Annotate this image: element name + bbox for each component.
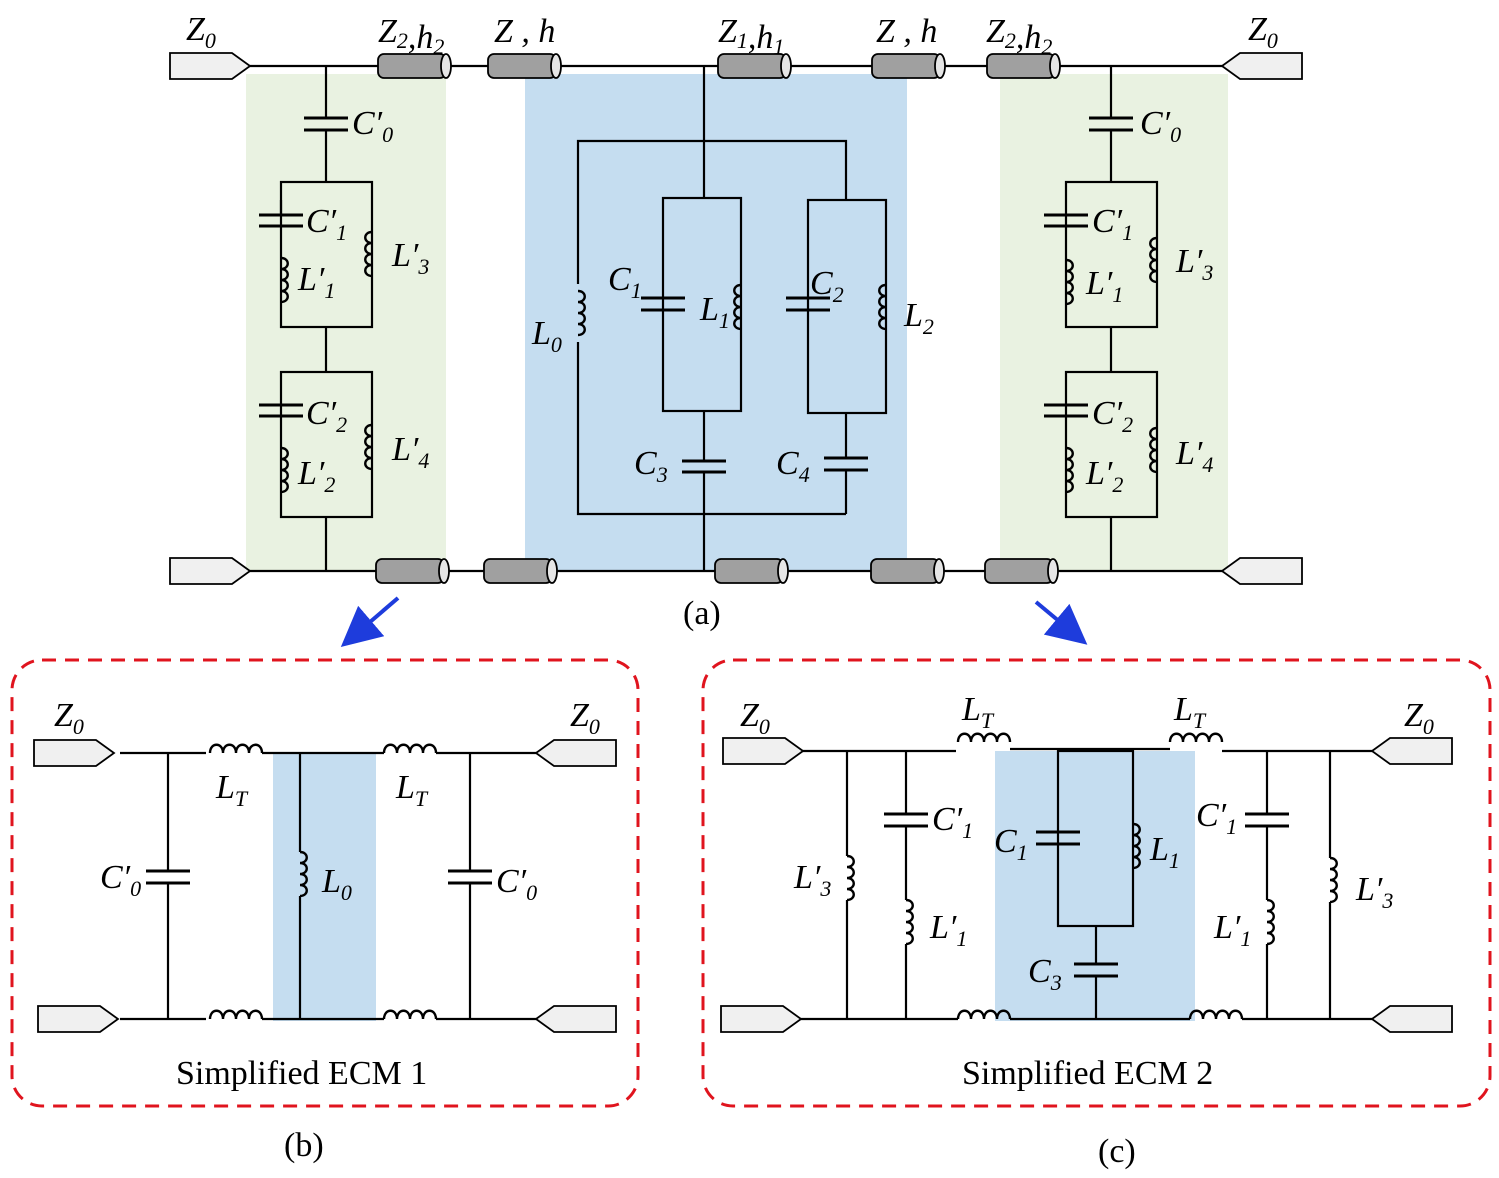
label-c1-c: C1 [994, 823, 1028, 865]
transmission-line-icon [487, 53, 562, 79]
label-lt-left-c: LT [961, 691, 995, 733]
label-c0p-left: C′0 [352, 105, 393, 147]
port-arrow-icon [1371, 1005, 1453, 1033]
label-c2p-right: C′2 [1092, 395, 1133, 437]
label-c4: C4 [776, 445, 810, 487]
label-l2: L2 [903, 297, 934, 339]
port-arrow-icon [1371, 737, 1453, 765]
inductor-icon [1328, 856, 1338, 904]
blue-region-b [273, 753, 376, 1021]
right-resonator-branch [1044, 66, 1159, 571]
label-l2p-right: L′2 [1085, 455, 1123, 497]
inductor-icon [1168, 732, 1224, 744]
label-l4p-left: L′4 [391, 431, 429, 473]
label-c1p-left-c: C′1 [932, 801, 973, 843]
label-l1p-left: L′1 [297, 261, 335, 303]
label-z1h1: Z1,h1 [718, 13, 784, 59]
label-lt-right-c: LT [1173, 691, 1207, 733]
label-lt-right-b: LT [395, 769, 429, 811]
label-c0p-right: C′0 [1140, 105, 1181, 147]
port-arrow-icon [169, 52, 251, 80]
inductor-icon [208, 1009, 264, 1021]
label-z0-left-c: Z0 [740, 697, 770, 739]
port-arrow-icon [169, 557, 251, 585]
label-l3p-right-c: L′3 [1355, 871, 1393, 913]
label-z0-right: Z0 [1248, 11, 1278, 53]
label-z0-left-b: Z0 [54, 697, 84, 739]
blue-region-center [525, 74, 907, 570]
label-z2h2-left: Z2,h2 [378, 13, 444, 59]
transmission-line-icon [870, 558, 945, 584]
label-zh-left: Z , h [494, 13, 555, 50]
label-c1p-left: C′1 [306, 203, 347, 245]
label-z0-right-b: Z0 [570, 697, 600, 739]
transmission-line-icon [483, 558, 558, 584]
transmission-line-icon [714, 558, 789, 584]
port-arrow-icon [33, 739, 115, 767]
inductor-icon [208, 743, 264, 755]
inductor-icon [1188, 1009, 1244, 1021]
inductor-icon [1265, 898, 1275, 946]
center-network [576, 66, 888, 571]
transmission-line-icon [871, 53, 946, 79]
dashed-box-c [701, 658, 1492, 1108]
label-l3p-left-c: L′3 [793, 859, 831, 901]
inductor-icon [382, 743, 438, 755]
label-c0p-left-b: C′0 [100, 859, 141, 901]
panel-b: Z0 Z0 LT LT C′0 L0 C′0 Simplified ECM 1 … [10, 658, 640, 1164]
port-arrow-icon [535, 1005, 617, 1033]
port-arrow-icon [37, 1005, 119, 1033]
title-c: Simplified ECM 2 [962, 1055, 1213, 1092]
label-z0-right-c: Z0 [1404, 697, 1434, 739]
port-arrow-icon [722, 737, 804, 765]
panel-a: Z0 Z2,h2 Z , h Z1,h1 Z , h Z2,h2 Z0 C [169, 11, 1303, 648]
transmission-line-icon [984, 558, 1059, 584]
arrow-icon [340, 596, 400, 648]
green-region-right [1000, 74, 1228, 570]
caption-a: (a) [683, 595, 721, 632]
port-arrow-icon [1221, 52, 1303, 80]
label-l1-c: L1 [1149, 831, 1180, 873]
label-z2h2-right: Z2,h2 [986, 13, 1052, 59]
transmission-line-icon [375, 558, 450, 584]
label-z0-left: Z0 [186, 11, 216, 53]
label-c3-c: C3 [1028, 953, 1062, 995]
caption-b: (b) [284, 1127, 324, 1164]
inductor-icon [382, 1009, 438, 1021]
panel-c: Z0 Z0 LT LT C′1 L′3 L′1 C1 L1 C3 C′1 L′1… [701, 658, 1492, 1170]
inductor-icon [904, 898, 914, 946]
label-c0p-right-b: C′0 [496, 863, 537, 905]
green-region-left [246, 74, 446, 570]
label-c1p-right-c: C′1 [1196, 797, 1237, 839]
label-l0: L0 [531, 315, 562, 357]
label-lt-left-b: LT [215, 769, 249, 811]
port-arrow-icon [1221, 557, 1303, 585]
label-l1p-right: L′1 [1085, 265, 1123, 307]
inductor-icon [956, 732, 1012, 744]
label-l4p-right: L′4 [1175, 435, 1213, 477]
label-c1p-right: C′1 [1092, 203, 1133, 245]
left-resonator-branch [259, 66, 374, 571]
label-l3p-right: L′3 [1175, 243, 1213, 285]
label-c2p-left: C′2 [306, 395, 347, 437]
caption-c: (c) [1098, 1133, 1136, 1170]
inductor-icon [845, 854, 855, 902]
title-b: Simplified ECM 1 [176, 1055, 427, 1092]
label-l1p-left-c: L′1 [929, 909, 967, 951]
arrow-icon [1034, 600, 1088, 645]
label-l2p-left: L′2 [297, 455, 335, 497]
port-arrow-icon [535, 739, 617, 767]
label-c3: C3 [634, 445, 668, 487]
label-c2: C2 [810, 265, 844, 307]
label-l0-b: L0 [321, 863, 352, 905]
label-l1p-right-c: L′1 [1213, 909, 1251, 951]
label-zh-right: Z , h [876, 13, 937, 50]
label-l1: L1 [699, 291, 730, 333]
dashed-box-b [10, 658, 640, 1108]
label-c1: C1 [608, 261, 642, 303]
label-l3p-left: L′3 [391, 237, 429, 279]
port-arrow-icon [720, 1005, 802, 1033]
